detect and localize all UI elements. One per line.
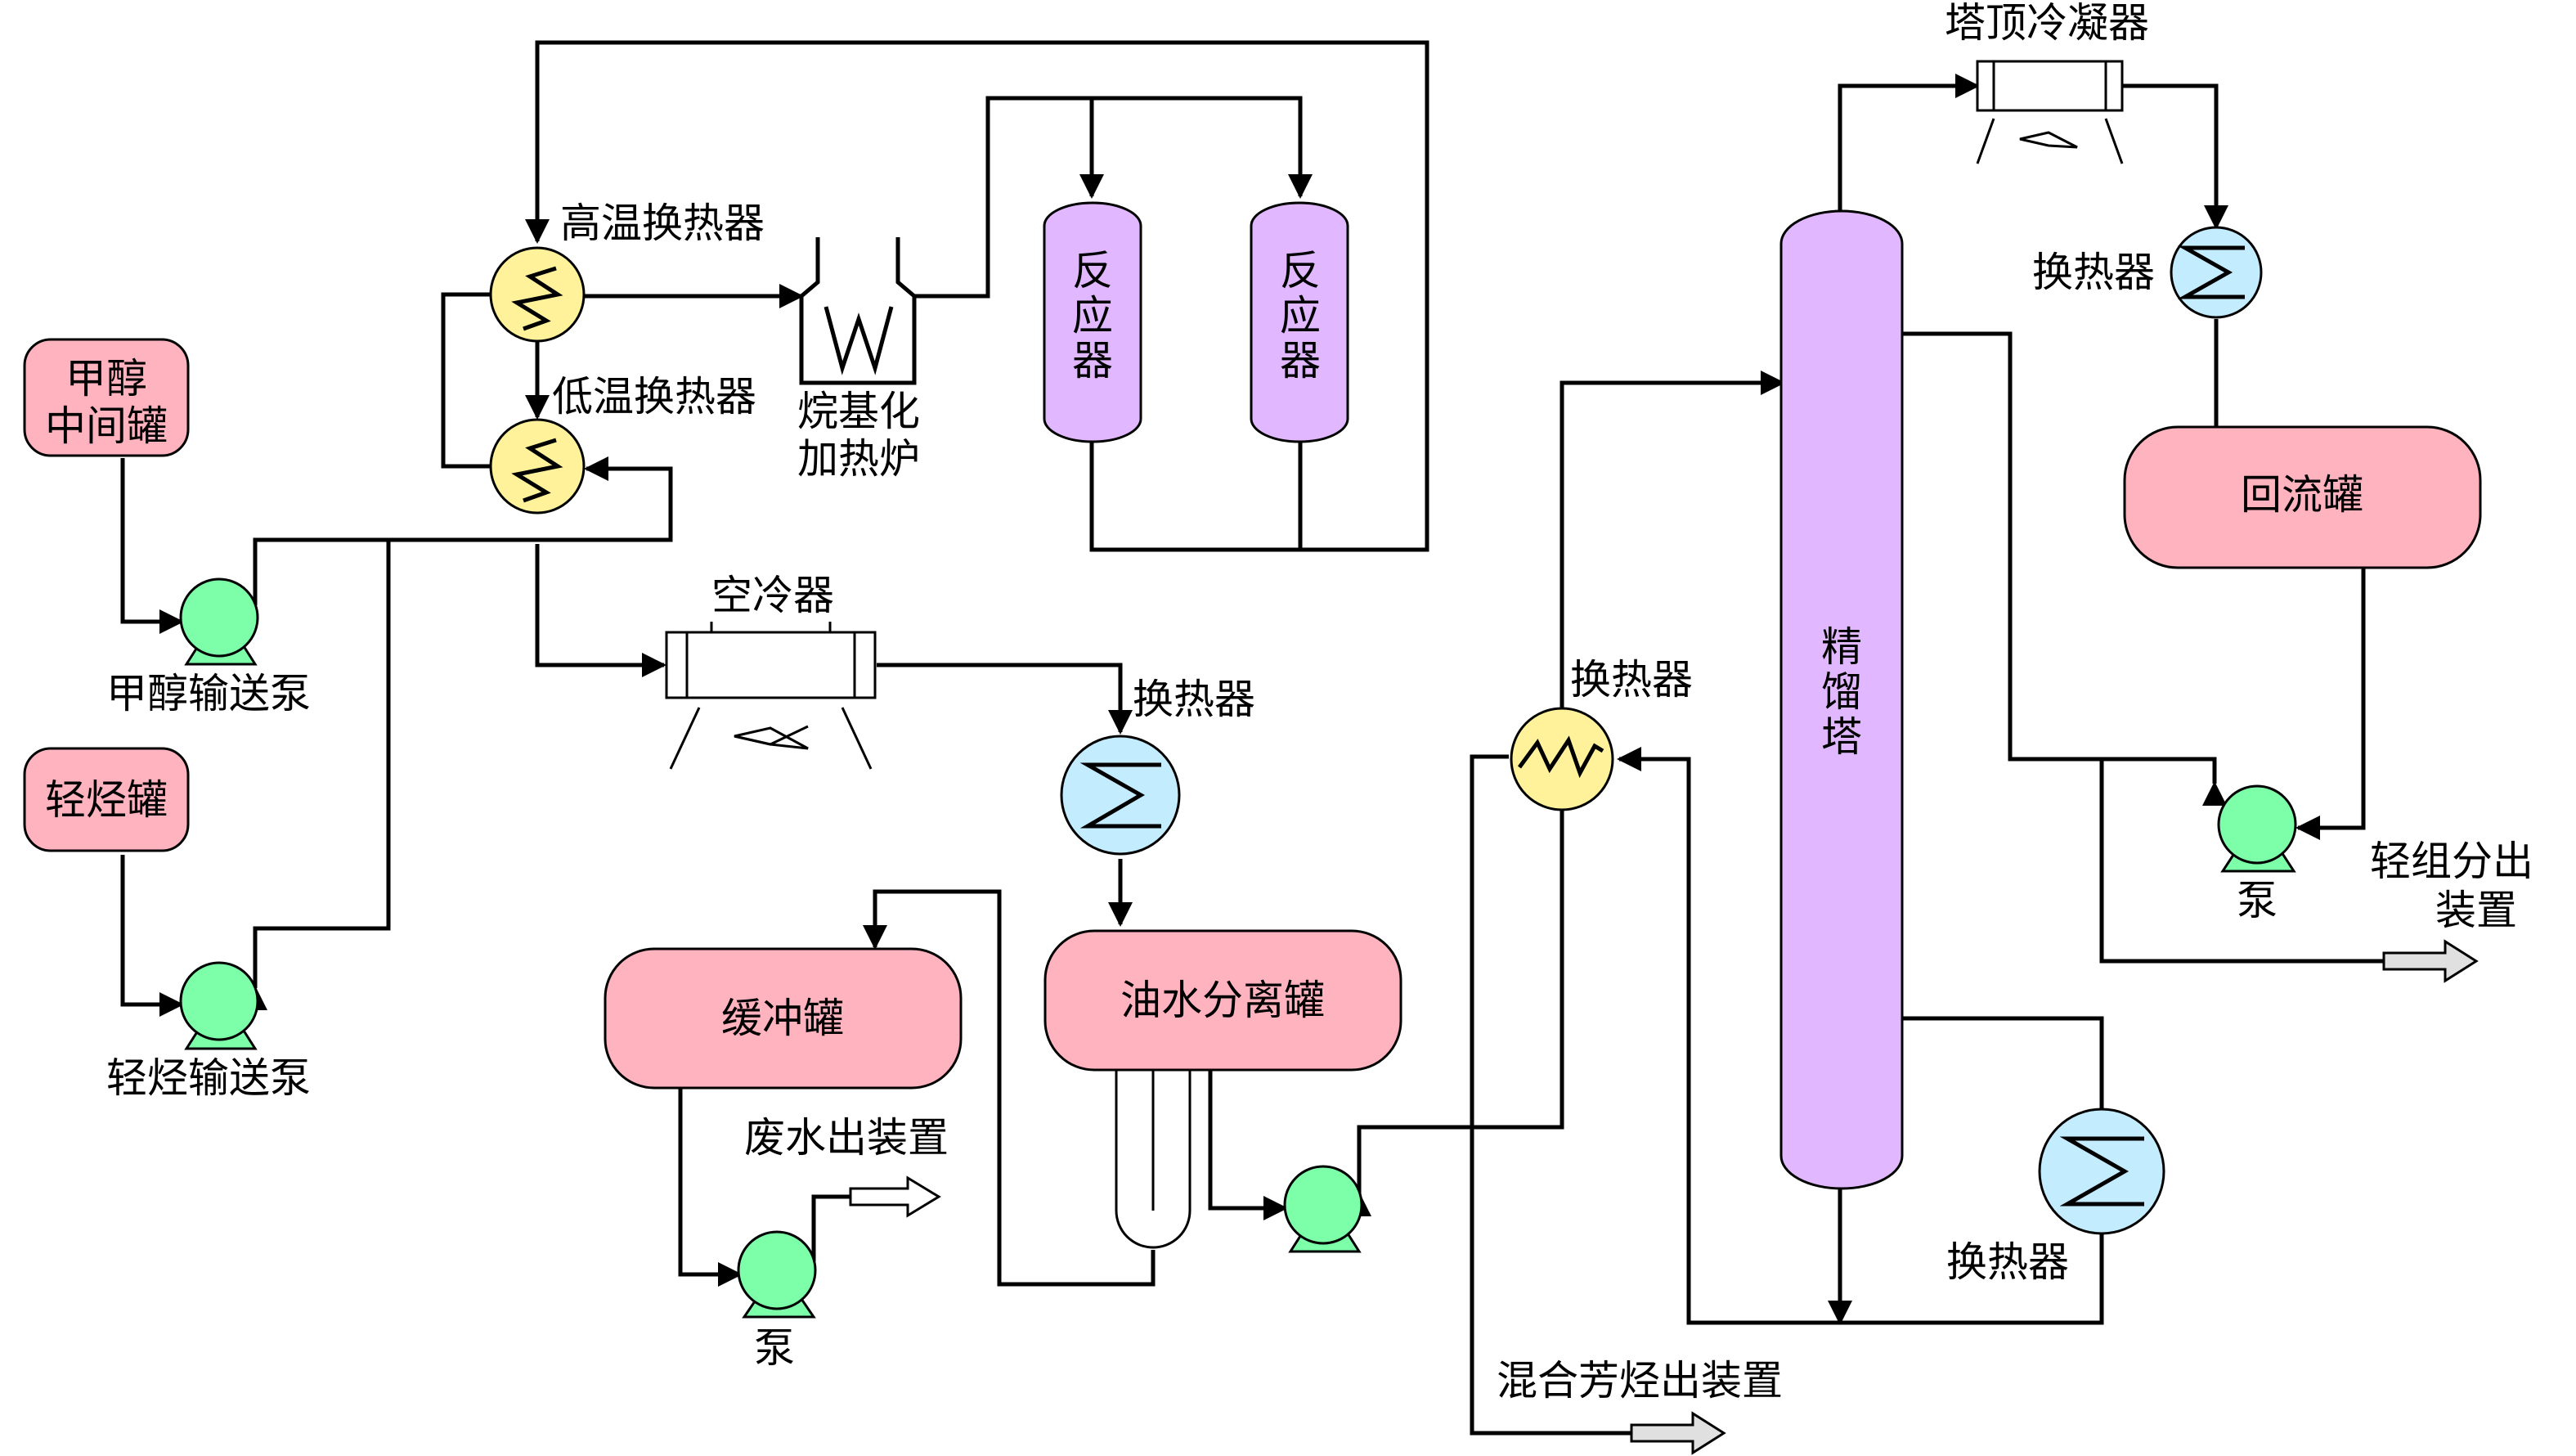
pipe-reflux-to-pump — [2296, 568, 2366, 840]
air-cooler: 空冷器 — [665, 572, 877, 770]
distillation-column: 精 馏 塔 — [1779, 209, 1904, 1190]
condenser-fan-icon — [2019, 131, 2078, 149]
exchanger-top: 换热器 — [2032, 226, 2263, 319]
light-components-out: 轻组分出 装置 — [2370, 838, 2533, 983]
pipe-light-products-out — [2099, 759, 2384, 964]
pipe-methanol-to-pump — [120, 458, 184, 634]
pipe-light-hc-pump-discharge — [243, 540, 391, 1010]
pipe-separator-to-pump — [1208, 1070, 1288, 1220]
ht-exchanger-label: 高温换热器 — [560, 200, 765, 247]
wastewater-out-label: 废水出装置 — [744, 1114, 949, 1162]
condenser-label: 塔顶冷凝器 — [1945, 0, 2149, 47]
exchanger-top-icon — [2177, 245, 2245, 299]
light-out-label-2: 装置 — [2435, 887, 2517, 934]
furnace-label-2: 加热炉 — [797, 435, 920, 483]
pipe-wastewater-out — [811, 1194, 850, 1261]
separator-label: 油水分离罐 — [1120, 977, 1325, 1024]
reactor-1-label-3: 器 — [1072, 337, 1113, 384]
exchanger-bottom-icon — [2059, 1136, 2144, 1207]
methanol-tank: 甲醇 中间罐 — [23, 338, 190, 457]
mixed-aromatics-out: 混合芳烃出装置 — [1497, 1357, 1783, 1455]
reactor-1-label-2: 应 — [1072, 292, 1113, 339]
lt-exchanger-label: 低温换热器 — [552, 373, 756, 420]
exchanger-top-label: 换热器 — [2032, 249, 2155, 296]
reactor-2-label-1: 反 — [1280, 247, 1321, 294]
reactor-2-label-2: 应 — [1280, 292, 1321, 339]
exchanger-column-feed-icon — [1517, 735, 1604, 779]
air-cooler-label: 空冷器 — [711, 572, 834, 619]
wastewater-out-arrow-icon — [849, 1175, 941, 1218]
furnace-flame-icon — [824, 306, 894, 375]
oil-water-separator: 油水分离罐 — [1043, 929, 1402, 1249]
pipe-condenser-to-exchanger — [2122, 83, 2228, 230]
buffer-tank: 缓冲罐 — [604, 947, 963, 1090]
mixed-aromatics-out-label: 混合芳烃出装置 — [1497, 1357, 1783, 1404]
pipe-feed-to-column — [1560, 371, 1785, 716]
methanol-pump-label: 甲醇输送泵 — [106, 670, 311, 717]
ht-exchanger: 高温换热器 — [489, 200, 765, 343]
wastewater-out: 废水出装置 — [744, 1114, 949, 1218]
exchanger-mid-icon — [1079, 762, 1161, 829]
pipe-oil-pump-discharge — [1347, 802, 1564, 1216]
reflux-tank: 回流罐 — [2123, 425, 2482, 569]
pipe-furnace-to-reactors — [914, 96, 1313, 299]
reactor-2-label-3: 器 — [1280, 337, 1321, 384]
mixed-aromatics-out-arrow-icon — [1630, 1411, 1726, 1455]
exchanger-mid-label: 换热器 — [1133, 676, 1255, 723]
column-label-2: 馏 — [1821, 668, 1862, 716]
ht-exchanger-coil-icon — [511, 266, 563, 331]
buffer-pump-label: 泵 — [754, 1324, 795, 1372]
methanol-tank-label-1: 甲醇 — [65, 355, 147, 402]
light-hc-pump-label: 轻烃输送泵 — [106, 1054, 311, 1102]
reflux-pump: 泵 — [2217, 784, 2297, 924]
column-label-1: 精 — [1821, 623, 1862, 671]
reactor-1-label-1: 反 — [1072, 247, 1113, 294]
light-out-label-1: 轻组分出 — [2370, 838, 2533, 885]
pipe-air-cooler-to-exchanger — [877, 663, 1133, 735]
light-hc-tank: 轻烃罐 — [23, 747, 190, 852]
exchanger-column-feed-label: 换热器 — [1570, 656, 1693, 703]
pipe-buffer-to-pump — [678, 1088, 743, 1287]
pipe-reflux-return — [1901, 331, 2227, 806]
reactor-2: 反 应 器 — [1250, 201, 1349, 443]
pipe-bottom-loop — [1617, 747, 2104, 1325]
pipe-methanol-pump-discharge — [253, 456, 673, 605]
pipe-reactor-effluent-loop — [525, 40, 1429, 552]
alkylation-furnace: 烷基化 加热炉 — [797, 237, 920, 483]
light-hc-tank-label: 轻烃罐 — [45, 776, 168, 824]
light-hc-pump: 轻烃输送泵 — [106, 961, 311, 1102]
pipe-column-to-bottom-exchanger — [1901, 1016, 2104, 1108]
overhead-condenser: 塔顶冷凝器 — [1945, 0, 2149, 164]
reflux-pump-label: 泵 — [2237, 877, 2278, 924]
exchanger-column-feed: 换热器 — [1510, 656, 1693, 811]
exchanger-bottom-label: 换热器 — [1946, 1238, 2069, 1286]
pipe-boot-to-buffer — [863, 889, 1156, 1287]
light-out-arrow-icon — [2382, 939, 2479, 983]
buffer-pump: 泵 — [737, 1230, 817, 1372]
pipelines — [120, 40, 2384, 1436]
pipe-column-top-to-condenser — [1838, 74, 1980, 211]
methanol-tank-label-2: 中间罐 — [45, 402, 168, 450]
pipe-lt-to-air-cooler — [535, 544, 666, 677]
reactor-1: 反 应 器 — [1043, 201, 1142, 443]
column-label-3: 塔 — [1821, 713, 1862, 761]
exchanger-mid: 换热器 — [1060, 676, 1255, 856]
buffer-tank-label: 缓冲罐 — [721, 995, 844, 1042]
methanol-pump: 甲醇输送泵 — [106, 577, 311, 717]
oil-pump — [1283, 1165, 1363, 1253]
reflux-tank-label: 回流罐 — [2241, 471, 2363, 519]
pipe-mixed-aromatics-out — [1470, 754, 1631, 1436]
lt-exchanger-coil-icon — [511, 438, 563, 503]
lt-exchanger: 低温换热器 — [489, 373, 756, 515]
exchanger-bottom: 换热器 — [1946, 1108, 2165, 1286]
pipe-exchanger-bypass — [441, 292, 491, 469]
furnace-label-1: 烷基化 — [797, 388, 920, 435]
pipe-light-hc-to-pump — [120, 855, 184, 1017]
